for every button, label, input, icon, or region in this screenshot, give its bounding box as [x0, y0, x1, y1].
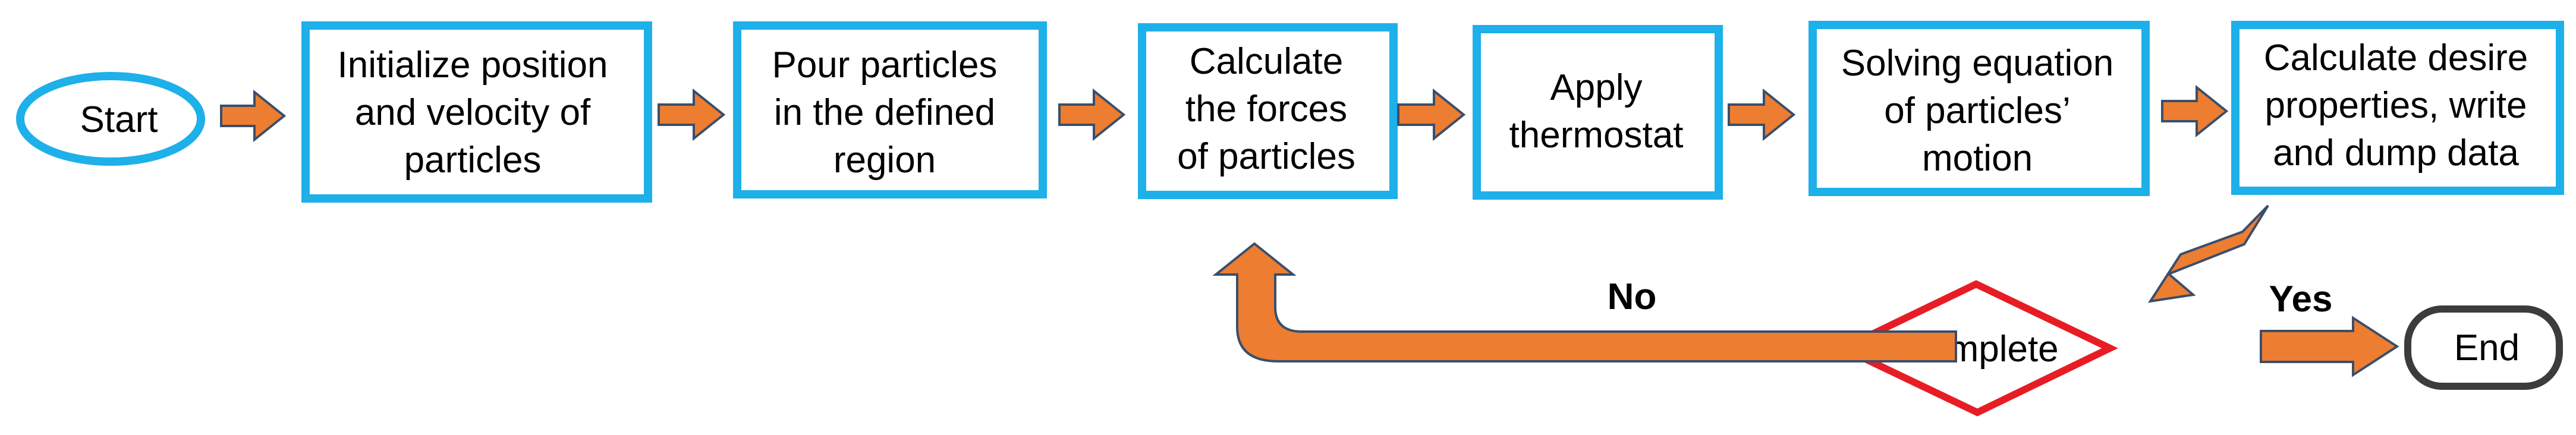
- initialize-line-1: Initialize position: [338, 45, 608, 86]
- start-label: Start: [80, 99, 158, 140]
- process-solve: Solving equation of particles’ motion: [1808, 21, 2150, 196]
- solve-box: [1808, 21, 2150, 196]
- initialize-line-2: and velocity of: [355, 92, 591, 133]
- flow-arrow-diagonal: [2147, 204, 2269, 303]
- thermostat-line-1: Apply: [1550, 67, 1642, 108]
- properties-line-1: Calculate desire: [2264, 37, 2528, 78]
- start-node: Start: [16, 72, 205, 166]
- end-label: End: [2454, 327, 2520, 368]
- process-thermostat: Apply thermostat: [1473, 25, 1723, 200]
- end-node: End: [2404, 305, 2563, 390]
- yes-label: Yes: [2269, 279, 2333, 320]
- process-forces: Calculate the forces of particles: [1138, 23, 1398, 199]
- forces-box: [1138, 23, 1398, 199]
- process-pour: Pour particles in the defined region: [733, 21, 1047, 198]
- properties-line-3: and dump data: [2273, 133, 2519, 174]
- properties-line-2: properties, write: [2264, 85, 2527, 126]
- thermostat-box: [1473, 25, 1723, 200]
- flow-arrow-3: [1058, 88, 1126, 141]
- solve-line-3: motion: [1922, 138, 2033, 179]
- flow-arrow-2: [658, 88, 726, 141]
- flow-arrow-5: [1728, 88, 1796, 141]
- pour-line-3: region: [833, 140, 936, 181]
- start-ellipse: [16, 72, 205, 166]
- solve-line-1: Solving equation: [1841, 43, 2113, 84]
- properties-box: [2231, 21, 2564, 195]
- forces-line-2: the forces: [1185, 89, 1347, 130]
- solve-line-2: of particles’: [1884, 90, 2071, 131]
- forces-line-3: of particles: [1177, 136, 1355, 177]
- complete-diamond: [1835, 280, 2118, 417]
- no-label: No: [1608, 276, 1657, 317]
- initialize-line-3: particles: [404, 140, 542, 181]
- flow-arrow-yes: [2260, 316, 2399, 377]
- thermostat-line-2: thermostat: [1509, 115, 1684, 156]
- pour-line-1: Pour particles: [772, 45, 997, 86]
- forces-line-1: Calculate: [1190, 41, 1343, 82]
- initialize-box: [301, 21, 652, 203]
- pour-line-2: in the defined: [774, 92, 995, 133]
- flow-arrow-6: [2161, 84, 2229, 138]
- flow-arrow-1: [220, 89, 287, 143]
- process-properties: Calculate desire properties, write and d…: [2231, 21, 2564, 195]
- end-rounded-rect: [2404, 305, 2563, 390]
- flow-arrow-4: [1397, 88, 1466, 141]
- pour-box: [733, 21, 1047, 198]
- feedback-arrow-no: [1212, 242, 1957, 363]
- process-initialize: Initialize position and velocity of part…: [301, 21, 652, 203]
